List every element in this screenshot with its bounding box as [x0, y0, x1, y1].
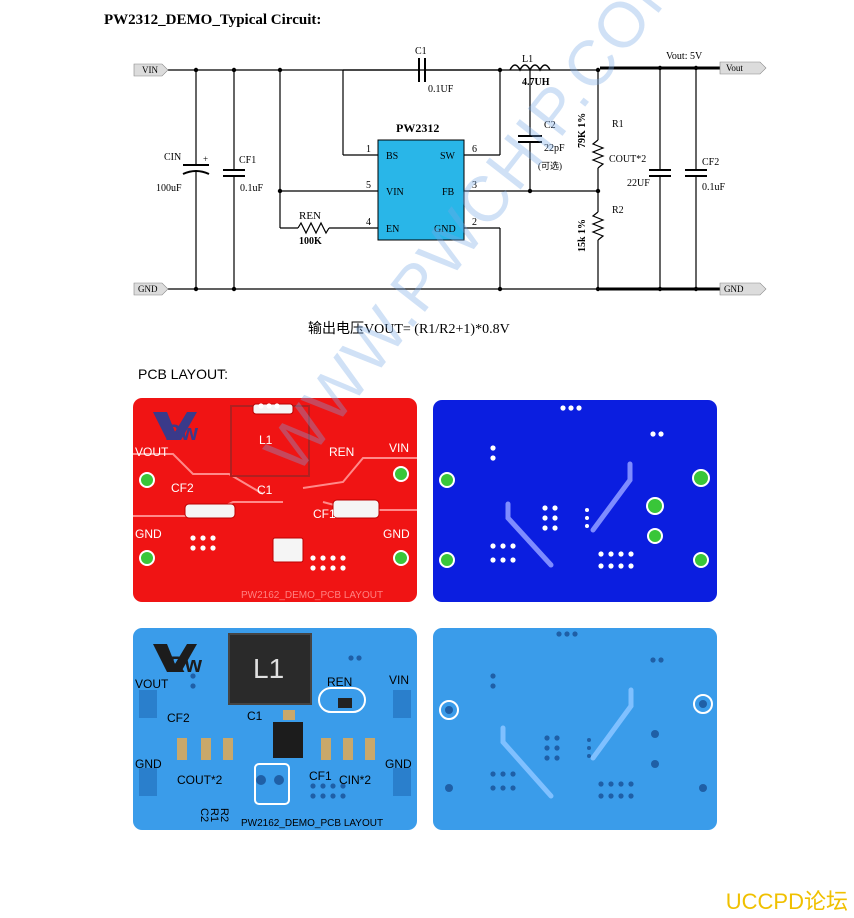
ic-package [273, 722, 303, 758]
light-label-c2: C2 [198, 808, 210, 822]
ren-ref: REN [299, 210, 321, 222]
logo-mark [153, 412, 197, 440]
light-label-cin: CIN*2 [339, 773, 371, 787]
pcb-top-light: Rw VOUT GND VIN GND L1 REN CF2 CF [133, 628, 417, 830]
page-title: PW2312_DEMO_Typical Circuit: [104, 12, 322, 28]
ic-pin-num-2: 2 [472, 217, 477, 228]
ic-body [377, 139, 465, 241]
ren-body [338, 698, 352, 708]
ic-pin-name-gnd: GND [434, 224, 456, 235]
red-label-l1: L1 [259, 433, 273, 447]
red-label-c1: C1 [257, 483, 273, 497]
red-label-gnd-right: GND [383, 527, 410, 541]
light-label-gnd-left: GND [135, 757, 162, 771]
red-label-gnd-left: GND [135, 527, 162, 541]
red-logo-text: Rw [165, 420, 199, 445]
output-voltage-formula: 输出电压VOUT= (R1/R2+1)*0.8V [308, 322, 510, 337]
light-label-r2: R2 [218, 808, 230, 822]
light-label-c1: C1 [247, 709, 263, 723]
red-label-vout: VOUT [135, 445, 169, 459]
ic-pin-num-6: 6 [472, 144, 477, 155]
cout-ref: COUT*2 [609, 154, 646, 165]
cf2-value: 0.1uF [702, 182, 726, 193]
ic-pin-num-4: 4 [366, 217, 371, 228]
red-board-caption: PW2162_DEMO_PCB LAYOUT [241, 590, 383, 601]
ic-pin-num-1: 1 [366, 144, 371, 155]
light-label-cf2: CF2 [167, 711, 190, 725]
cout-value: 22UF [627, 178, 650, 189]
r2-value: 15k 1% [577, 219, 588, 252]
r2-ref: R2 [612, 205, 624, 216]
cf2-ref: CF2 [702, 157, 719, 168]
forum-badge: UCCPD论坛 [725, 889, 848, 914]
red-label-ren: REN [329, 445, 354, 459]
net-vout-label: Vout [726, 63, 743, 73]
l1-value: 4.7UH [522, 77, 550, 88]
pcb-bottom-blue [433, 400, 717, 602]
light-board-caption: PW2162_DEMO_PCB LAYOUT [241, 818, 383, 829]
red-label-cf1: CF1 [313, 507, 336, 521]
light-label-gnd-right: GND [385, 757, 412, 771]
net-vin-label: VIN [142, 65, 158, 75]
light-logo-text: Rw [169, 652, 203, 677]
ren-value: 100K [299, 236, 322, 247]
cin-value: 100uF [156, 183, 182, 194]
cin-ref: CIN [164, 152, 181, 163]
cin-polarity-mark: + [203, 154, 208, 164]
pcb-layout-heading: PCB LAYOUT: [138, 366, 228, 382]
light-logo-mark [153, 644, 197, 672]
red-label-cf2: CF2 [171, 481, 194, 495]
l1-ref: L1 [522, 54, 533, 65]
light-label-vout: VOUT [135, 677, 169, 691]
ic-pin-num-5: 5 [366, 180, 371, 191]
schematic-diagram: VIN GND Vout GND Vout: 5V PW2312 1 BS 5 … [133, 46, 767, 296]
c1-value: 0.1UF [428, 84, 454, 95]
light-label-vin: VIN [389, 673, 409, 687]
pcb-top-red: Rw VOUT GND VIN GND L1 REN CF2 CF1 C1 [133, 398, 417, 602]
light-label-cf1: CF1 [309, 769, 332, 783]
c1-ref: C1 [415, 46, 427, 57]
light-label-ren: REN [327, 675, 352, 689]
ic-pin-name-fb: FB [442, 187, 455, 198]
ic-pin-name-en: EN [386, 224, 399, 235]
net-gnd-right-label: GND [724, 284, 744, 294]
cf1-value: 0.1uF [240, 183, 264, 194]
light-label-cout: COUT*2 [177, 773, 223, 787]
vout-value-label: Vout: 5V [666, 51, 703, 62]
ic-pin-num-3: 3 [472, 180, 477, 191]
cf1-ref: CF1 [239, 155, 256, 166]
c2-optional-note: (可选) [538, 160, 562, 171]
pcb-bottom-light [433, 628, 717, 830]
light-label-l1: L1 [253, 653, 284, 684]
r1-ref: R1 [612, 119, 624, 130]
r1-value: 79K 1% [577, 113, 588, 148]
net-flags: VIN GND Vout GND [133, 61, 767, 296]
c2-value: 22pF [544, 143, 565, 154]
net-gnd-left-label: GND [138, 284, 158, 294]
ic-pin-name-sw: SW [440, 151, 456, 162]
ic-pin-name-vin: VIN [386, 187, 404, 198]
c2-ref: C2 [544, 120, 556, 131]
light-label-r1: R1 [208, 808, 220, 822]
ic-pin-name-bs: BS [386, 151, 398, 162]
ic-name: PW2312 [396, 121, 439, 135]
red-label-vin: VIN [389, 441, 409, 455]
